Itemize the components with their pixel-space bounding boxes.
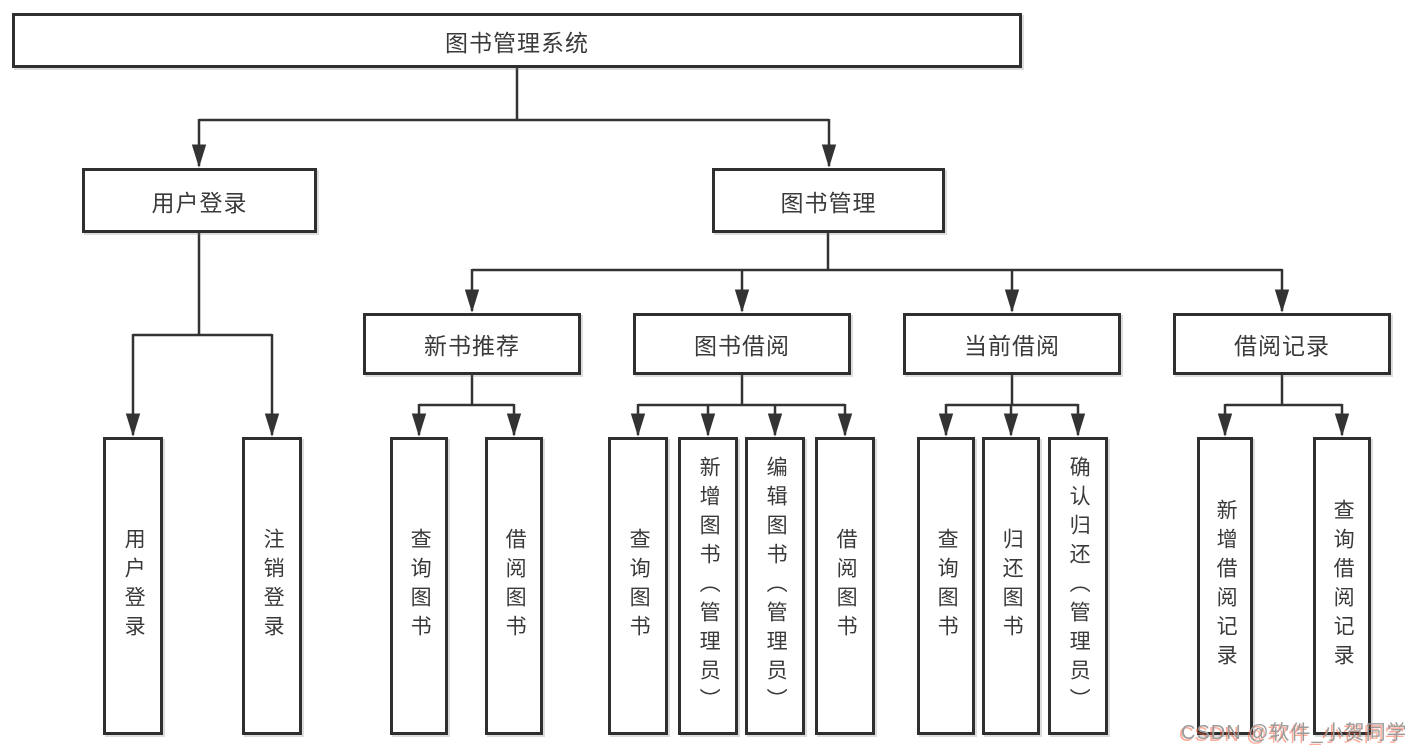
leaf-query-book-current: 查询图书 [917, 437, 975, 735]
root-branch-wires [191, 68, 837, 168]
leaf-add-borrow-record: 新增借阅记录 [1197, 437, 1253, 735]
node-user-login-label: 用户登录 [151, 189, 248, 216]
leaf-add-borrow-record-label: 新增借阅记录 [1214, 499, 1238, 673]
node-book-management: 图书管理 [712, 168, 945, 233]
leaf-return-book: 归还图书 [982, 437, 1040, 735]
leaf-query-book-recommend-label: 查询图书 [408, 528, 432, 644]
node-current-borrow-label: 当前借阅 [964, 333, 1060, 359]
leaf-return-book-label: 归还图书 [1000, 528, 1024, 644]
node-new-book-recommend-label: 新书推荐 [424, 333, 520, 359]
leaf-user-login-label: 用户登录 [122, 528, 146, 644]
leaf-edit-book-admin-label: 编辑图书（管理员） [764, 455, 788, 717]
leaf-confirm-return-admin: 确认归还（管理员） [1048, 437, 1108, 735]
borrow-record-branch-wires [1217, 375, 1350, 437]
node-borrow-record: 借阅记录 [1173, 313, 1391, 375]
leaf-query-borrow-record: 查询借阅记录 [1313, 437, 1371, 735]
leaf-logout-login-label: 注销登录 [261, 528, 285, 644]
node-new-book-recommend: 新书推荐 [363, 313, 581, 375]
leaf-query-book-current-label: 查询图书 [935, 528, 959, 644]
leaf-query-book-borrow: 查询图书 [608, 437, 668, 735]
leaf-borrow-book-recommend-label: 借阅图书 [503, 528, 527, 644]
leaf-confirm-return-admin-label: 确认归还（管理员） [1067, 455, 1091, 717]
leaf-borrow-book-label: 借阅图书 [834, 528, 858, 644]
leaf-query-book-borrow-label: 查询图书 [627, 528, 651, 644]
node-root: 图书管理系统 [12, 13, 1022, 68]
new-book-branch-wires [411, 375, 522, 437]
node-book-borrow-label: 图书借阅 [694, 333, 790, 359]
leaf-add-book-admin-label: 新增图书（管理员） [697, 455, 721, 717]
leaf-logout-login: 注销登录 [242, 437, 302, 735]
current-borrow-branch-wires [938, 375, 1086, 437]
leaf-query-book-recommend: 查询图书 [390, 437, 448, 735]
leaf-query-borrow-record-label: 查询借阅记录 [1331, 499, 1355, 673]
user-login-branch-wires [125, 233, 280, 437]
leaf-user-login: 用户登录 [103, 437, 163, 735]
leaf-borrow-book-recommend: 借阅图书 [485, 437, 543, 735]
leaf-edit-book-admin: 编辑图书（管理员） [745, 437, 805, 735]
node-book-management-label: 图书管理 [780, 189, 877, 216]
csdn-watermark: CSDN @软件_小贺同学 [1181, 722, 1405, 744]
book-borrow-branch-wires [630, 375, 853, 437]
node-borrow-record-label: 借阅记录 [1234, 333, 1330, 359]
node-book-borrow: 图书借阅 [633, 313, 851, 375]
node-current-borrow: 当前借阅 [903, 313, 1121, 375]
book-management-branch-wires [464, 233, 1290, 313]
leaf-borrow-book: 借阅图书 [815, 437, 875, 735]
node-user-login: 用户登录 [82, 168, 317, 233]
node-root-label: 图书管理系统 [445, 29, 589, 56]
leaf-add-book-admin: 新增图书（管理员） [678, 437, 738, 735]
